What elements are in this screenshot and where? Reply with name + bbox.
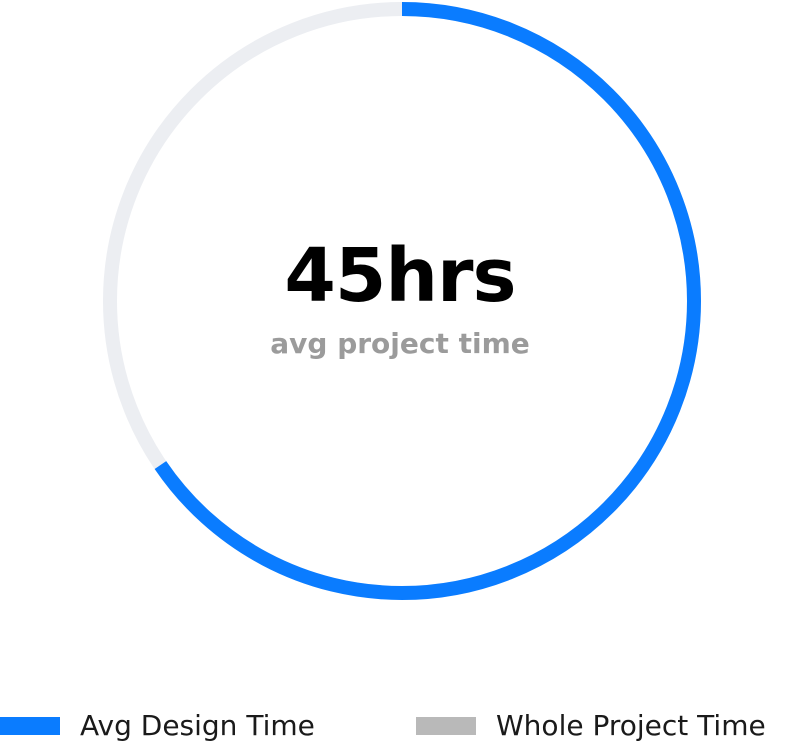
legend-swatch-avg-design-time <box>0 717 60 735</box>
legend-label-whole-project-time: Whole Project Time <box>496 709 766 742</box>
center-value: 45hrs <box>284 233 516 319</box>
avg-design-time-arc <box>103 2 701 600</box>
legend-item-avg-design-time: Avg Design Time <box>0 706 315 746</box>
center-caption: avg project time <box>270 327 530 360</box>
legend-item-whole-project-time: Whole Project Time <box>416 706 766 746</box>
legend-swatch-whole-project-time <box>416 717 476 735</box>
legend-label-avg-design-time: Avg Design Time <box>80 709 315 742</box>
